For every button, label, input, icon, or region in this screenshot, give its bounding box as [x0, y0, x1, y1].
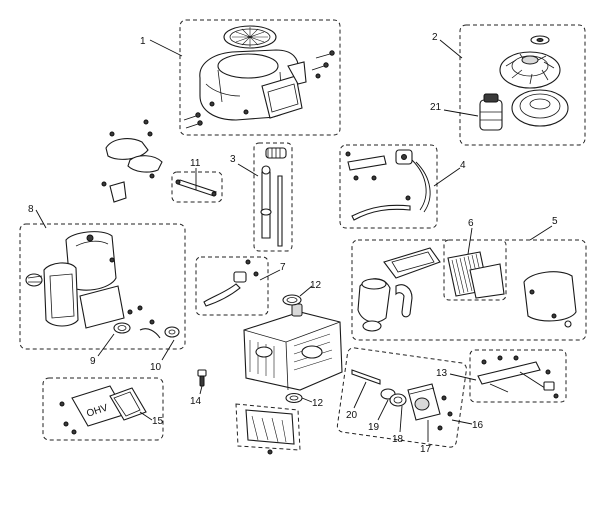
group-2-flywheel: 2 21 [430, 24, 586, 146]
spark-arrestor-part [25, 273, 43, 287]
group-4-fuel-line: 4 [339, 144, 466, 229]
callout-7: 7 [280, 262, 286, 273]
callout-15-leader [139, 411, 153, 421]
callout-9-leader [97, 333, 115, 357]
callout-12b: 12 [312, 398, 324, 409]
group-3-dipstick: 3 [230, 142, 293, 252]
callout-14-leader [199, 385, 203, 395]
fuel-shutoff-part [395, 149, 413, 165]
callout-9: 9 [90, 356, 96, 367]
callout-21: 21 [430, 102, 442, 113]
callout-11: 11 [190, 158, 201, 169]
group-11-linkage: 11 [171, 158, 223, 203]
callout-14: 14 [190, 396, 202, 407]
housing-bolts [183, 50, 335, 129]
housing-bracket-part [287, 61, 307, 85]
group-6-box [443, 239, 507, 301]
callout-12a: 12 [310, 280, 322, 291]
gasket-ring-upper-part [282, 294, 302, 306]
group-13-box [469, 349, 567, 403]
callout-3-leader [237, 163, 259, 177]
callout-16-leader [451, 419, 473, 425]
group-11-box [171, 171, 223, 203]
carburetor-part [407, 383, 441, 421]
group-13-throttle-linkage: 13 [436, 349, 567, 403]
flywheel-fan-part [499, 51, 561, 89]
callout-19: 19 [368, 422, 380, 433]
callout-6: 6 [468, 218, 474, 229]
ignition-coil-part [479, 93, 503, 131]
callout-20: 20 [346, 410, 358, 421]
callout-8: 8 [28, 204, 34, 215]
group-5-box [351, 239, 587, 341]
spark-plug-part: 14 [190, 369, 207, 407]
group-1-box [179, 19, 341, 136]
callout-2-leader [439, 39, 463, 59]
callout-4-leader [433, 167, 461, 187]
group-4-box [339, 144, 438, 229]
callout-7-leader [259, 269, 281, 281]
group-8-box [19, 223, 186, 350]
callout-18-leader [399, 405, 403, 433]
muffler-body-part [43, 262, 79, 327]
group-5-air-cleaner: 6 5 [351, 216, 587, 341]
callout-19-leader [377, 399, 389, 421]
callout-13-leader [449, 373, 477, 381]
callout-10: 10 [150, 362, 162, 373]
heat-shield-part [79, 285, 125, 329]
group-15-box [42, 377, 164, 441]
flywheel-ring-part [511, 89, 569, 127]
callout-10-leader [161, 339, 175, 361]
callout-8-leader [35, 209, 47, 229]
muffler-guard-part [65, 231, 117, 291]
group-2-box [459, 24, 586, 146]
callout-15: 15 [152, 416, 164, 427]
loose-fuel-parts-cluster [101, 119, 163, 203]
group-7-box [195, 256, 269, 316]
fuel-hose-part [351, 204, 411, 221]
group-16-box [336, 347, 467, 448]
callout-4: 4 [460, 160, 466, 171]
callout-5: 5 [552, 216, 558, 227]
group-3-box [253, 142, 293, 252]
breather-hose-part [395, 284, 413, 318]
dipstick-cap-part [265, 147, 287, 159]
callout-12a-leader [299, 285, 313, 297]
callout-2: 2 [432, 32, 438, 43]
dipstick-tube-part [261, 171, 271, 239]
group-7-governor-spring: 7 [195, 256, 286, 316]
air-cleaner-cover-part [523, 271, 577, 328]
callout-13: 13 [436, 368, 448, 379]
gasket-ring-lower-part [285, 392, 303, 404]
group-8-muffler: 8 9 10 [19, 204, 186, 373]
spark-plug-wire-part [203, 283, 241, 307]
dipstick-part [277, 175, 283, 247]
group-16-carburetor: 16 17 18 19 20 [336, 347, 484, 455]
rotating-screen-part [223, 25, 277, 49]
callout-5-leader [529, 225, 553, 241]
callout-6-leader [467, 227, 473, 255]
engine-sump-part [235, 403, 301, 455]
flywheel-nut-part [530, 35, 550, 45]
pre-cleaner-part [469, 263, 505, 299]
callout-3: 3 [230, 154, 236, 165]
callout-1-leader [149, 39, 183, 57]
callout-17: 17 [420, 444, 432, 455]
carb-studs-part [351, 369, 381, 385]
blower-housing-part [199, 49, 303, 121]
callout-16: 16 [472, 420, 484, 431]
group-15-valve-cover: OHV 15 [42, 377, 164, 441]
callout-18: 18 [392, 434, 404, 445]
callout-1: 1 [140, 36, 146, 47]
air-cleaner-base-part [383, 247, 441, 279]
callout-20-leader [353, 381, 367, 409]
callout-12b-leader [301, 397, 313, 403]
engine-block-part [243, 303, 343, 391]
group-1-blower-housing: 1 [140, 19, 341, 136]
callout-21-leader [443, 109, 479, 117]
throttle-bracket-part [477, 361, 541, 385]
